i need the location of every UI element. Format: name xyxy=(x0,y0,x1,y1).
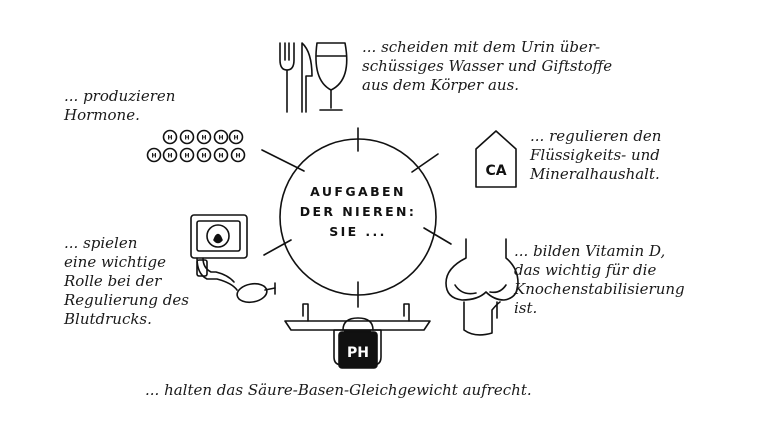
hormone-letter: H xyxy=(167,135,172,142)
hormone-letters: H H H H H H H H H H H xyxy=(151,135,240,160)
hormone-letter: H xyxy=(184,135,189,142)
hormone-letter: H xyxy=(184,153,189,160)
task-hormones: ... produzieren Hormone. xyxy=(64,87,176,124)
spoke-top-left xyxy=(261,149,305,172)
task-urine: ... scheiden mit dem Urin über- schüssig… xyxy=(362,38,613,94)
knee-joint-icon xyxy=(445,238,519,336)
hormone-letter: H xyxy=(151,153,156,160)
spoke-top-right xyxy=(411,153,439,173)
spokes xyxy=(261,127,452,308)
spoke-bottom-right xyxy=(423,227,452,245)
task-minerals: ... regulieren den Flüssigkeits- und Min… xyxy=(530,127,662,183)
hormone-letter: H xyxy=(218,153,223,160)
task-blood-pressure: ... spielen eine wichtige Rolle bei der … xyxy=(64,234,189,328)
spoke-bottom-left xyxy=(263,239,292,256)
hormone-letter: H xyxy=(235,153,240,160)
blood-pressure-monitor-icon xyxy=(190,214,276,304)
hormone-letter: H xyxy=(201,153,206,160)
calcium-house-icon xyxy=(475,130,517,188)
ph-badge-text: PH xyxy=(347,345,369,361)
calcium-badge-text: CA xyxy=(485,163,506,179)
hormone-letter: H xyxy=(218,135,223,142)
hormone-molecules-icon xyxy=(146,129,246,163)
task-acid-base: ... halten das Säure-Basen-Gleichgewicht… xyxy=(145,381,532,399)
center-title: AUFGABEN DER NIEREN: SIE ... xyxy=(299,184,417,239)
balance-scale-icon xyxy=(284,303,431,369)
hormone-letter: H xyxy=(201,135,206,142)
fork-knife-glass-icon xyxy=(279,42,348,113)
hormone-letter: H xyxy=(167,153,172,160)
task-vitamin-d: ... bilden Vitamin D, das wichtig für di… xyxy=(514,242,685,317)
hormone-letter: H xyxy=(233,135,238,142)
